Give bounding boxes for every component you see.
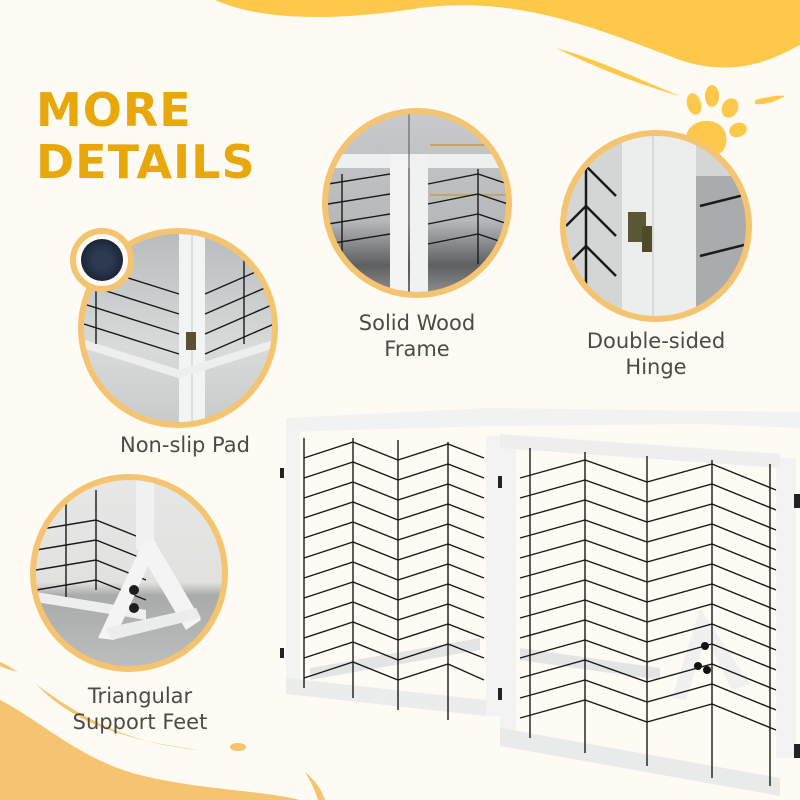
support-feet-illustration: [36, 480, 201, 640]
caption-non-slip-pad: Non-slip Pad: [120, 433, 250, 457]
fence-closeup-illustration: [84, 234, 272, 422]
caption-line-1: Solid Wood: [358, 311, 476, 335]
caption-line-2: Hinge: [625, 355, 687, 379]
hinge-icon: [794, 744, 800, 758]
title-line-1: MORE: [36, 83, 192, 137]
top-wave-decoration: [215, 0, 800, 105]
frame-closeup-illustration: [328, 114, 506, 292]
paw-print-icon: [684, 85, 747, 155]
hinge-icon: [794, 494, 800, 508]
caption-line-2: Frame: [384, 337, 450, 361]
wood-frame-detail-image: [322, 108, 512, 298]
page-title: MORE DETAILS: [36, 84, 256, 188]
hinge-icon: [498, 476, 502, 488]
right-panel-wires: [519, 448, 777, 786]
pet-fence-product-image: [280, 408, 800, 796]
bottom-wave-decoration: [0, 662, 325, 800]
title-line-2: DETAILS: [36, 135, 256, 189]
non-slip-pad-inset: [70, 228, 134, 292]
support-feet-detail-image: [30, 474, 228, 672]
caption-line-2: Support Feet: [72, 710, 208, 734]
caption-double-sided-hinge: Double-sided Hinge: [556, 328, 756, 380]
caption-line-1: Triangular: [87, 684, 193, 708]
caption-line-1: Double-sided: [586, 329, 726, 353]
left-panel-wires: [303, 438, 485, 720]
rubber-pad-texture: [81, 239, 123, 281]
hinge-detail-image: [560, 130, 752, 322]
caption-solid-wood-frame: Solid Wood Frame: [322, 310, 512, 362]
hinge-icon: [280, 648, 284, 658]
hinge-icon: [498, 688, 502, 700]
caption-triangular-support-feet: Triangular Support Feet: [40, 683, 240, 735]
hinge-closeup-illustration: [566, 136, 746, 316]
hinge-icon: [280, 468, 284, 478]
